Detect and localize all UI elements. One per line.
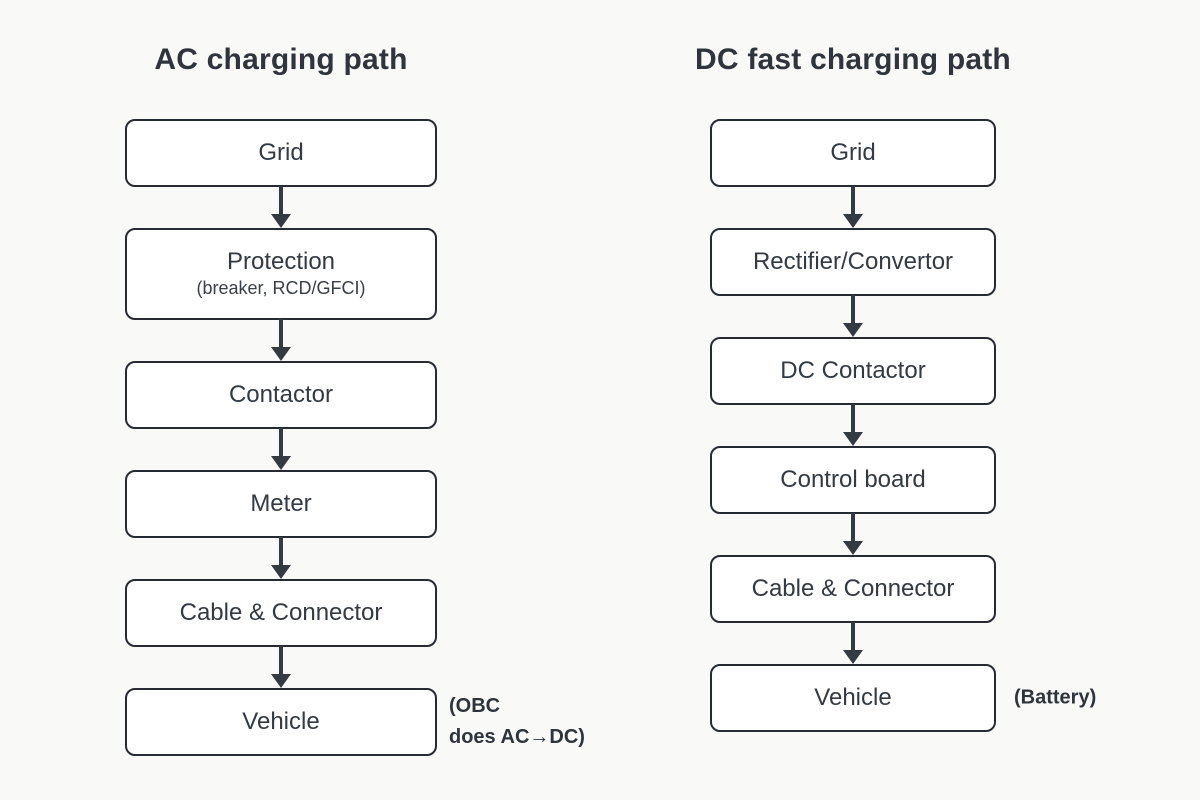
arrow-line	[851, 513, 855, 542]
node-label: DC Contactor	[780, 356, 926, 384]
node-label: Meter	[250, 489, 312, 517]
arrow-line	[279, 428, 283, 457]
arrow-down-icon	[125, 537, 437, 579]
ac-path-stack: Grid Protection (breaker, RCD/GFCI) Cont…	[125, 119, 585, 756]
node-label: Rectifier/Convertor	[752, 247, 954, 275]
arrow-head	[271, 565, 291, 579]
vehicle-row: Vehicle (Battery)	[710, 664, 1096, 732]
arrow-line	[851, 622, 855, 651]
arrow-head	[271, 674, 291, 688]
arrow-line	[279, 319, 283, 348]
arrow-line	[851, 295, 855, 324]
arrow-down-icon	[710, 513, 996, 555]
arrow-down-icon	[125, 186, 437, 228]
arrow-down-icon	[710, 622, 996, 664]
arrow-head	[843, 432, 863, 446]
node-label: Contactor	[228, 380, 334, 408]
annotation-line: (OBC	[449, 695, 501, 717]
node-meter: Meter	[125, 470, 437, 538]
arrow-line	[279, 186, 283, 215]
arrow-line	[279, 646, 283, 675]
node-label: Cable & Connector	[751, 574, 955, 602]
node-sublabel: (breaker, RCD/GFCI)	[196, 278, 366, 299]
arrow-head	[271, 456, 291, 470]
arrow-down-icon	[125, 646, 437, 688]
arrow-head	[843, 214, 863, 228]
node-label: Grid	[830, 138, 876, 166]
node-cable-connector: Cable & Connector	[125, 579, 437, 647]
arrow-down-icon	[710, 404, 996, 446]
arrow-head	[843, 323, 863, 337]
ac-path-title: AC charging path	[154, 43, 408, 76]
node-label: Vehicle	[814, 683, 892, 711]
ac-path-column: AC charging path Grid Protection (breake…	[125, 38, 585, 756]
arrow-down-icon	[125, 428, 437, 470]
battery-annotation: (Battery)	[1014, 683, 1096, 714]
arrow-line	[851, 186, 855, 215]
annotation-line: does AC→DC)	[449, 726, 585, 748]
dc-path-stack: Grid Rectifier/Convertor DC Contactor	[710, 119, 1096, 732]
node-label: Cable & Connector	[179, 598, 383, 626]
arrow-down-icon	[710, 295, 996, 337]
node-protection: Protection (breaker, RCD/GFCI)	[125, 228, 437, 320]
node-vehicle: Vehicle	[710, 664, 996, 732]
arrow-down-icon	[710, 186, 996, 228]
node-grid: Grid	[125, 119, 437, 187]
obc-annotation: (OBC does AC→DC)	[449, 691, 585, 753]
arrow-head	[843, 541, 863, 555]
arrow-head	[271, 214, 291, 228]
node-contactor: Contactor	[125, 361, 437, 429]
node-cable-connector: Cable & Connector	[710, 555, 996, 623]
node-label: Protection	[226, 248, 336, 276]
arrow-head	[271, 347, 291, 361]
arrow-line	[279, 537, 283, 566]
node-grid: Grid	[710, 119, 996, 187]
dc-path-title: DC fast charging path	[695, 43, 1011, 76]
vehicle-row: Vehicle (OBC does AC→DC)	[125, 688, 585, 756]
node-label: Grid	[258, 138, 304, 166]
node-dc-contactor: DC Contactor	[710, 337, 996, 405]
node-label: Control board	[780, 465, 926, 493]
node-label: Vehicle	[242, 707, 320, 735]
annotation-line: (Battery)	[1014, 686, 1097, 709]
arrow-down-icon	[125, 319, 437, 361]
dc-path-column: DC fast charging path Grid Rectifier/Con…	[695, 38, 1096, 732]
arrow-head	[843, 650, 863, 664]
node-control-board: Control board	[710, 446, 996, 514]
arrow-line	[851, 404, 855, 433]
node-rectifier-convertor: Rectifier/Convertor	[710, 228, 996, 296]
node-vehicle: Vehicle	[125, 688, 437, 756]
